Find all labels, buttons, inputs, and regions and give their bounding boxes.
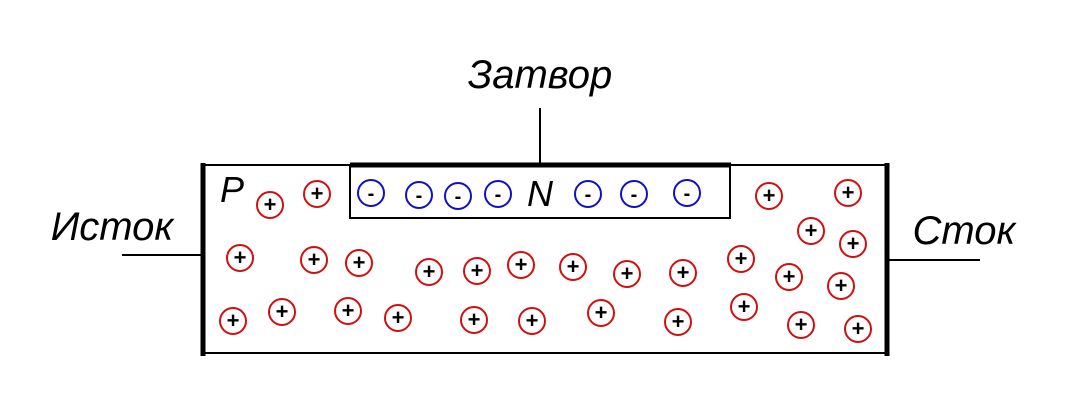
electron-charge-sign: - (495, 184, 502, 206)
hole-charge-icon (303, 180, 331, 208)
hole-charge-sign: + (392, 305, 405, 330)
electron-charge-icon (357, 179, 385, 207)
hole-charge-sign: + (738, 294, 751, 319)
hole-charge-sign: + (353, 250, 366, 275)
hole-charge-icon (587, 299, 615, 327)
hole-charge-icon (613, 260, 641, 288)
hole-charge-sign: + (567, 254, 580, 279)
hole-charge-icon (268, 298, 296, 326)
hole-charge-icon (664, 308, 692, 336)
drain-label: Сток (913, 209, 1018, 253)
hole-charge-sign: + (795, 312, 808, 337)
hole-charge-sign: + (526, 308, 539, 333)
n-region-label: N (527, 173, 554, 214)
hole-charge-sign: + (735, 246, 748, 271)
hole-charge-sign: + (234, 245, 247, 270)
hole-charge-sign: + (621, 261, 634, 286)
p-region-label: P (220, 169, 244, 210)
electron-charge-sign: - (455, 186, 462, 208)
electron-charge-sign: - (684, 183, 691, 205)
hole-charge-icon (345, 249, 373, 277)
hole-charge-sign: + (835, 273, 848, 298)
hole-charge-icon (559, 253, 587, 281)
electron-charge-sign: - (416, 185, 423, 207)
hole-charge-icon (775, 263, 803, 291)
hole-charge-sign: + (264, 192, 277, 217)
hole-charge-sign: + (672, 309, 685, 334)
hole-charge-icon (518, 307, 546, 335)
hole-charge-icon (384, 304, 412, 332)
hole-charge-sign: + (468, 307, 481, 332)
hole-charge-icon (834, 179, 862, 207)
hole-charge-icon (730, 293, 758, 321)
hole-charge-sign: + (805, 218, 818, 243)
electron-charge-icon (620, 180, 648, 208)
electron-charge-icon (405, 181, 433, 209)
hole-charge-icon (669, 259, 697, 287)
hole-charge-sign: + (852, 316, 865, 341)
source-label: Исток (51, 205, 176, 249)
hole-charge-icon (463, 257, 491, 285)
hole-charge-icon (256, 191, 284, 219)
hole-charge-icon (460, 306, 488, 334)
hole-charge-icon (415, 258, 443, 286)
hole-charge-icon (226, 244, 254, 272)
hole-charge-sign: + (677, 260, 690, 285)
hole-charge-icon (334, 297, 362, 325)
hole-charge-icon (839, 230, 867, 258)
hole-charge-icon (787, 311, 815, 339)
hole-charge-sign: + (595, 300, 608, 325)
hole-charge-sign: + (227, 308, 240, 333)
hole-charge-icon (507, 251, 535, 279)
gate-label: Затвор (468, 53, 613, 97)
hole-charge-icon (797, 217, 825, 245)
charges: +++++++++++++++++++++++++++++------- (219, 179, 872, 343)
hole-charge-sign: + (847, 231, 860, 256)
electron-charge-sign: - (368, 183, 375, 205)
hole-charge-sign: + (276, 299, 289, 324)
hole-charge-sign: + (311, 181, 324, 206)
electron-charge-icon (444, 182, 472, 210)
hole-charge-sign: + (763, 183, 776, 208)
hole-charge-sign: + (471, 258, 484, 283)
hole-charge-icon (300, 246, 328, 274)
electron-charge-icon (484, 180, 512, 208)
hole-charge-sign: + (783, 264, 796, 289)
electron-charge-sign: - (631, 184, 638, 206)
electron-charge-icon (574, 180, 602, 208)
hole-charge-sign: + (308, 247, 321, 272)
hole-charge-icon (219, 307, 247, 335)
hole-charge-sign: + (842, 180, 855, 205)
hole-charge-icon (827, 272, 855, 300)
hole-charge-icon (755, 182, 783, 210)
electron-charge-icon (673, 179, 701, 207)
hole-charge-icon (844, 315, 872, 343)
hole-charge-sign: + (423, 259, 436, 284)
n-channel-region (349, 162, 731, 219)
hole-charge-sign: + (515, 252, 528, 277)
hole-charge-icon (727, 245, 755, 273)
electron-charge-sign: - (585, 184, 592, 206)
hole-charge-sign: + (342, 298, 355, 323)
